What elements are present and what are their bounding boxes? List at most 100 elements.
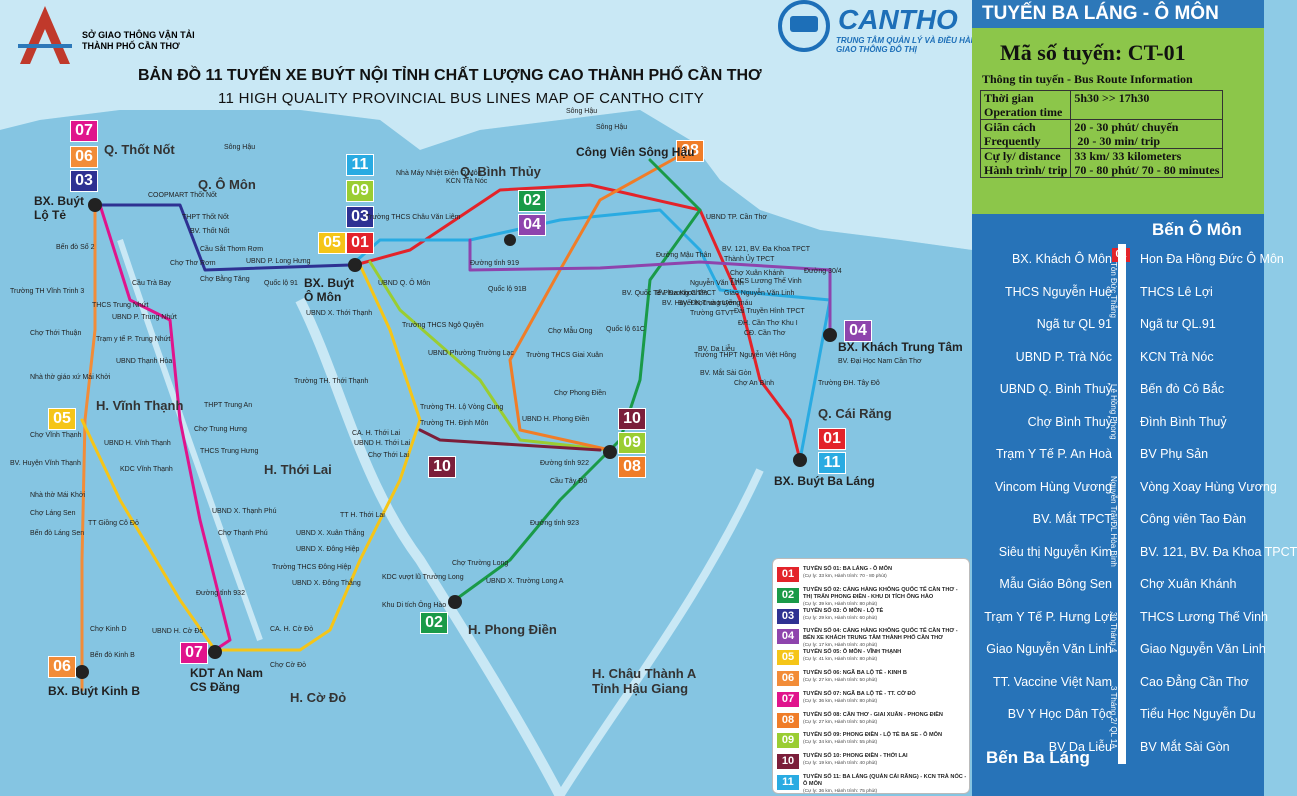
stop-label: KDC Vĩnh Thạnh: [120, 466, 173, 473]
legend-sub: (Cự ly: 36 km, Hành trình: 75 phút): [803, 789, 878, 794]
district-name: H. Châu Thành A Tỉnh Hậu Giang: [592, 666, 697, 696]
river-label: Sông Hậu: [596, 124, 628, 131]
stop-label: CA. H. Cờ Đỏ: [270, 626, 314, 633]
stop-label: UBND H. Phong Điền: [522, 416, 590, 423]
terminal-name: BX. Buýt Lộ Tẻ: [34, 194, 85, 222]
stop-label: TT Giồng Cô Đỏ: [88, 520, 139, 527]
stop-label: Chợ An Bình: [734, 380, 775, 387]
stop-label: Khu Di tích Ông Hào: [382, 602, 447, 609]
stop-label: UBND Thạnh Hòa: [116, 358, 173, 365]
district-name: H. Thới Lai: [264, 462, 332, 477]
route-04-line: [468, 238, 832, 332]
stop-label: BV. Đa Khoa TPCT: [656, 290, 716, 297]
route-06-line: [80, 203, 97, 692]
end-terminal: Bến Ba Láng: [986, 748, 1090, 767]
legend-badge: 01: [777, 567, 799, 582]
stop-label: Cầu Tây Đô: [550, 478, 588, 485]
road-label: Đường tỉnh 919: [470, 260, 519, 267]
stop-label: UBND P. Long Hưng: [246, 258, 311, 265]
stop-label: Trường TH. Định Môn: [420, 420, 489, 427]
stop-right: Tiểu Học Nguyễn Du: [1140, 707, 1256, 721]
legend-sub: (Cự ly: 33 km, Hành trình: 70 - 80 phút): [803, 574, 887, 579]
route-badge-01: 01: [818, 428, 846, 450]
map-title: BẢN ĐỒ 11 TUYẾN XE BUÝT NỘI TỈNH CHẤT LƯ…: [138, 67, 762, 84]
district-name: Q. Thốt Nốt: [104, 142, 175, 157]
stop-label: Chợ Trung Hưng: [194, 426, 247, 433]
stop-left: Siêu thị Nguyễn Kim: [998, 544, 1112, 559]
district-name: Q. Ô Môn: [198, 177, 256, 192]
stop-left: Vincom Hùng Vương: [994, 479, 1112, 494]
route-panel-title: TUYẾN BA LÁNG - Ô MÔN: [972, 0, 1264, 28]
road-label: Đường tỉnh 923: [530, 520, 579, 527]
legend-sub: (Cự ly: 27 km, Hành trình: 50 phút): [803, 678, 878, 683]
route-badge-11: 11: [346, 154, 374, 176]
route-03-line: [93, 203, 352, 272]
stop-left: Giao Nguyễn Văn Linh: [986, 642, 1112, 656]
route-badge-09: 09: [346, 180, 374, 202]
route-badge-11: 11: [818, 452, 846, 474]
road-label: Đường tỉnh 922: [540, 460, 589, 467]
route-badge-10: 10: [428, 456, 456, 478]
stop-right: BV. 121, BV. Đa Khoa TPCT: [1140, 544, 1297, 559]
legend-badge: 05: [777, 650, 799, 666]
stop-label: UBND X. Thới Thạnh: [306, 310, 373, 317]
legend-sub: (Cự ly: 41 km, Hành trình: 80 phút): [803, 657, 878, 663]
stop-label: UBND X. Xuân Thắng: [296, 530, 365, 537]
stop-label: Trường TH Vĩnh Trinh 3: [10, 288, 85, 295]
legend-text: TUYẾN SỐ 05: Ô MÔN - VĨNH THẠNH(Cự ly: 4…: [803, 649, 967, 663]
map-title-en: 11 HIGH QUALITY PROVINCIAL BUS LINES MAP…: [218, 90, 705, 107]
stop-label: Chợ Vĩnh Thạnh: [30, 432, 82, 439]
legend-title: TUYẾN SỐ 10: PHONG ĐIỀN - THỚI LAI: [803, 753, 908, 760]
stop-right: Đình Bình Thuỷ: [1140, 414, 1227, 429]
stop-label: COOPMART Thốt Nốt: [148, 192, 217, 199]
legend-text: TUYẾN SỐ 03: Ô MÔN - LỘ TẺ(Cự ly: 29 km,…: [803, 608, 967, 622]
stop-label: UBND TP. Cần Thơ: [706, 214, 768, 221]
route-badge-06: 06: [48, 656, 76, 678]
stop-label: THCS Lương Thế Vinh: [730, 278, 802, 285]
stop-right: Vòng Xoay Hùng Vương: [1140, 479, 1277, 494]
route-badge-08: 08: [676, 140, 704, 162]
road-name: Tôn Đức Thắng: [1109, 262, 1118, 318]
stop-label: Bến đò Láng Sen: [30, 530, 85, 537]
legend-item: 04 TUYẾN SỐ 04: CẢNG HÀNG KHÔNG QUỐC TẾ C…: [777, 627, 967, 649]
stop-label: Chợ Thới Lai: [368, 452, 409, 459]
info-value: 5h30 >> 17h30: [1070, 90, 1224, 120]
legend-text: TUYẾN SỐ 04: CẢNG HÀNG KHÔNG QUỐC TẾ CẦN…: [803, 628, 967, 649]
stop-label: Trường ĐH. Tây Đô: [818, 380, 880, 387]
stop-right: KCN Trà Nóc: [1140, 349, 1214, 364]
stop-label: UBND X. Đông Thắng: [292, 580, 361, 587]
terminal-name: BX. Buýt Ba Láng: [774, 474, 875, 488]
route-10-line: [418, 428, 602, 452]
stop-label: UBND Phường Trường Lạc: [428, 350, 514, 357]
stop-label: UBND X. Đông Hiệp: [296, 546, 360, 553]
legend-badge: 04: [777, 629, 799, 645]
route-badge-05: 05: [318, 232, 346, 254]
stop-right: Công viên Tao Đàn: [1140, 512, 1247, 526]
stop-label: Trường TH. Thới Thạnh: [294, 378, 369, 385]
stop-right: Giao Nguyễn Văn Linh: [1140, 642, 1266, 656]
legend-badge: 11: [777, 775, 799, 790]
stop-label: THCS Trung Nhứt: [92, 302, 149, 309]
stop-label: ĐH. Cần Thơ Khu I: [738, 320, 798, 327]
stop-right: Cao Đẳng Cần Thơ: [1140, 674, 1249, 689]
stop-label: Cầu Sắt Thơm Rơm: [200, 246, 264, 253]
legend-text: TUYẾN SỐ 06: NGÃ BA LỘ TẺ - KINH B(Cự ly…: [803, 670, 967, 684]
stop-label: BV. Quốc Tế Phương Châu: [622, 290, 708, 297]
district-name: H. Phong Điền: [468, 622, 557, 637]
river-label: Sông Hậu: [224, 144, 256, 151]
stop-label: Chợ Mẫu Ong: [548, 328, 593, 335]
road-label: Quốc lộ 91B: [488, 286, 527, 293]
legend-title: TUYẾN SỐ 04: CẢNG HÀNG KHÔNG QUỐC TẾ CẦN…: [803, 628, 958, 642]
stop-label: CĐ. Cần Thơ: [744, 330, 786, 337]
route-badge-06: 06: [70, 146, 98, 168]
stop-label: Đài Truyền Hình TPCT: [734, 308, 805, 315]
start-terminal: Bến Ô Môn: [1152, 220, 1242, 239]
stop-label: Trường THCS Châu Văn Liêm: [366, 214, 461, 221]
legend-sub: (Cự ly: 36 km, Hành trình: 80 phút): [803, 698, 878, 704]
